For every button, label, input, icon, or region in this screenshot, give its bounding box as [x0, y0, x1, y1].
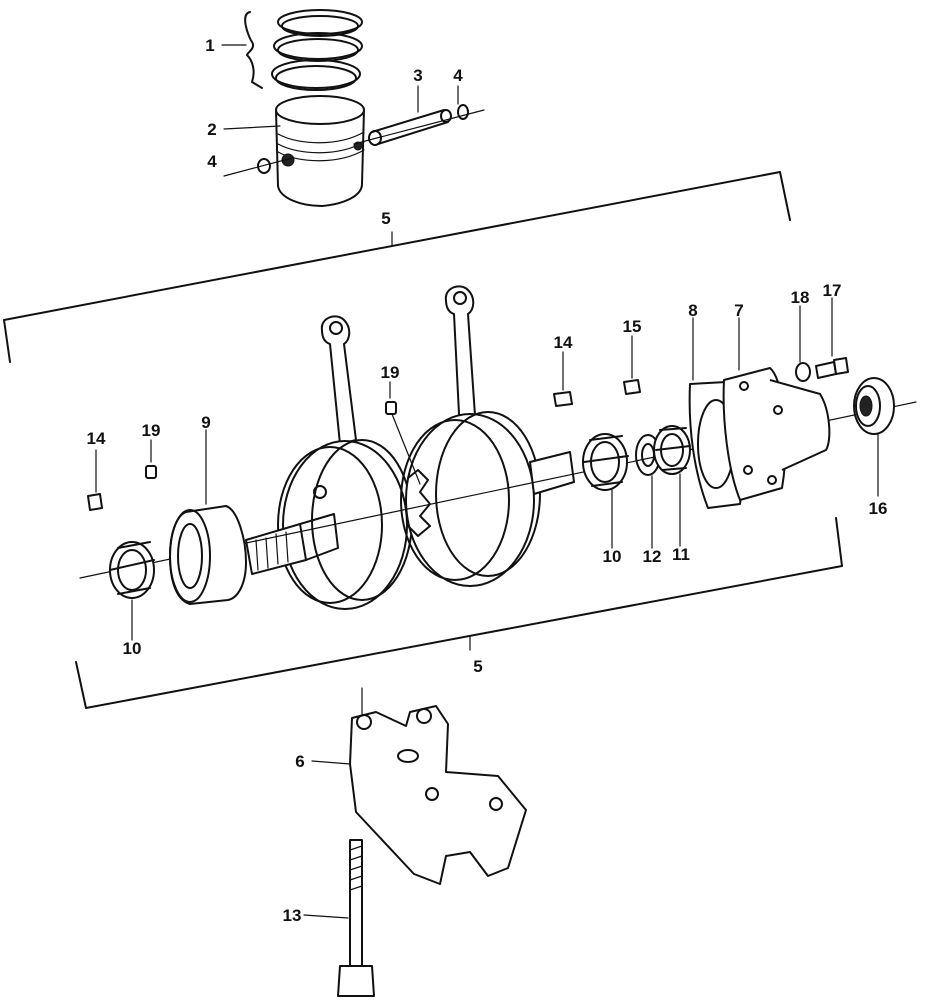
callout-19-center: 19 [381, 363, 400, 382]
bearing-holder-drawing [349, 687, 527, 885]
callout-15: 15 [623, 317, 642, 336]
callout-5-top: 5 [381, 209, 390, 228]
clip-right-drawing [457, 104, 469, 120]
callout-8: 8 [688, 301, 697, 320]
callout-4-right: 4 [453, 66, 463, 85]
callout-7: 7 [734, 301, 743, 320]
knock-pin-left-drawing [145, 465, 157, 479]
crankshaft-assembly-bracket-bottom [75, 517, 843, 709]
needle-bearing-small-drawing [653, 425, 691, 475]
callout-19-left: 19 [142, 421, 161, 440]
piston-drawing [275, 95, 365, 207]
needle-bearing-left-drawing [109, 541, 155, 599]
dowel-pin-right-drawing [553, 391, 573, 407]
callout-14-right: 14 [554, 333, 573, 352]
knock-pin-center-drawing [385, 401, 421, 485]
callout-17: 17 [823, 281, 842, 300]
callout-3: 3 [413, 66, 422, 85]
bolt-17-drawing [815, 357, 849, 379]
crankshaft-drawing [245, 285, 575, 610]
callout-10-right: 10 [603, 547, 622, 566]
callout-9: 9 [201, 413, 210, 432]
callout-13: 13 [283, 906, 302, 925]
callout-1: 1 [205, 36, 214, 55]
crankshaft-assembly-bracket-top [3, 171, 791, 363]
callout-11: 11 [672, 545, 690, 564]
piston-pin-drawing [353, 109, 485, 146]
piston-rings-drawing [244, 9, 363, 91]
callout-4-left: 4 [207, 152, 217, 171]
washer-18-drawing [795, 362, 811, 382]
callout-5-bottom: 5 [473, 657, 482, 676]
callout-18: 18 [791, 288, 810, 307]
clip-left-drawing [223, 157, 293, 177]
callout-10-left: 10 [123, 639, 142, 658]
callout-12: 12 [643, 547, 662, 566]
spacer-collar-drawing [169, 505, 247, 605]
needle-bearing-right-drawing [582, 433, 629, 491]
dowel-pin-left-drawing [87, 493, 103, 511]
callout-16: 16 [869, 499, 888, 518]
ball-bearing-drawing [853, 377, 895, 435]
dowel-pin-15-drawing [623, 379, 641, 395]
right-holder-drawing [722, 367, 831, 501]
callout-6: 6 [295, 752, 304, 771]
leader-lines [95, 44, 879, 919]
callout-14-left: 14 [87, 429, 106, 448]
callout-2: 2 [207, 120, 216, 139]
stud-bolt-drawing [337, 839, 375, 997]
